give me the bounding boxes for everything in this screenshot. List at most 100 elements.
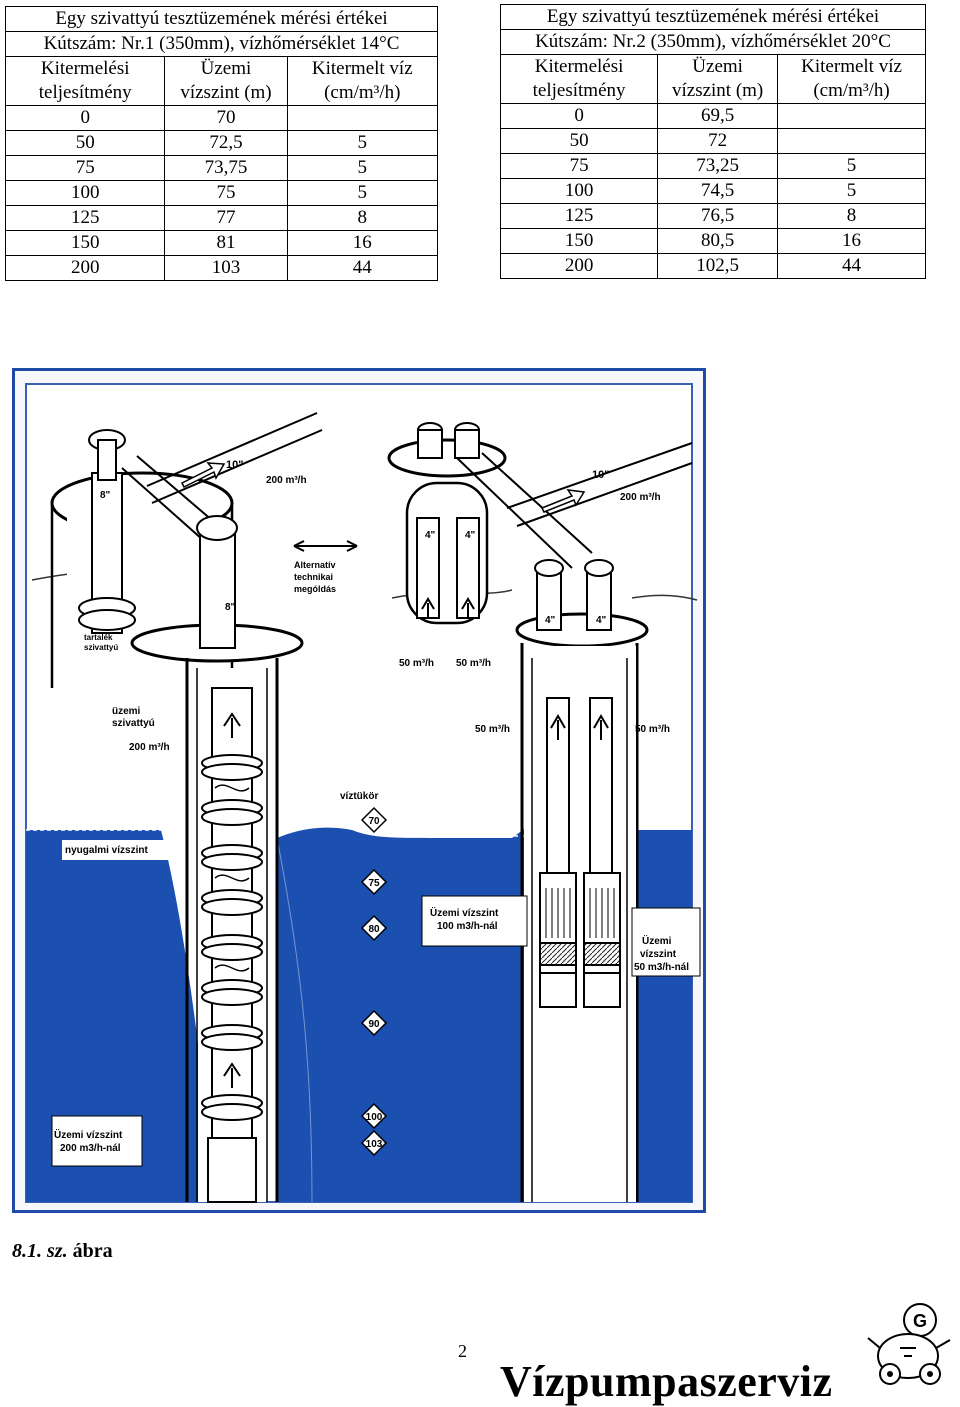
label-alt-1: Alternatív <box>294 560 336 570</box>
label-op200-2: 200 m3/h-nál <box>60 1143 121 1154</box>
level-markers <box>360 806 388 1157</box>
table-cell: 77 <box>164 205 288 231</box>
table-cell: 200 <box>4 255 166 281</box>
page-number: 2 <box>458 1341 467 1361</box>
table-cell: 5 <box>286 130 439 156</box>
table-cell: 125 <box>499 203 659 229</box>
table-cell: 8 <box>777 203 926 229</box>
level-70: 70 <box>368 816 380 827</box>
label-flow-50-c: 50 m³/h <box>475 724 510 735</box>
table-cell: 200 <box>499 253 659 279</box>
label-pump-flow: 200 m³/h <box>129 742 170 753</box>
table-cell: 75 <box>4 155 166 181</box>
table2-title-1: Egy szivattyú tesztüzemének mérési érték… <box>500 4 926 30</box>
table-cell: 8 <box>286 205 439 231</box>
table-cell: 125 <box>4 205 166 231</box>
level-103: 103 <box>366 1139 383 1150</box>
table-cell: 50 <box>499 128 659 154</box>
label-10in-left: 10" <box>226 459 243 471</box>
label-pump-1: üzemi <box>112 706 141 717</box>
label-flow-200-left: 200 m³/h <box>266 475 307 486</box>
label-op100-1: Üzemi vízszint <box>430 906 499 919</box>
table-cell: 44 <box>777 253 926 279</box>
table-cell: 5 <box>286 180 439 206</box>
table1-header-capacity: Kitermelési teljesítmény <box>4 56 166 106</box>
label-4in-b: 4" <box>465 530 476 541</box>
table-cell: 16 <box>286 230 439 256</box>
label-8in-top: 8" <box>100 490 111 501</box>
label-flow-50-d: 50 m³/h <box>635 724 670 735</box>
table-cell: 150 <box>499 228 659 254</box>
label-pump-2: szivattyú <box>112 718 155 729</box>
label-spare-1: tartalék <box>84 633 113 642</box>
table2-header-capacity: Kitermelési teljesítmény <box>499 54 659 104</box>
mascot-logo-icon: G <box>867 1303 951 1385</box>
label-op50-2: vízszint <box>640 949 677 960</box>
table-cell: 76,5 <box>657 203 779 229</box>
right-well <box>387 422 693 1202</box>
label-4in-c: 4" <box>545 615 556 626</box>
label-spare-2: szivattyú <box>84 643 118 652</box>
table1-header-water: Kitermelt víz (cm/m³/h) <box>286 56 439 106</box>
table1-header-level: Üzemi vízszint (m) <box>164 56 288 106</box>
well-pump-diagram: 10" 200 m³/h 8" 8" Alternatív technikai … <box>12 368 706 1213</box>
table-cell: 73,25 <box>657 153 779 179</box>
table-cell: 0 <box>4 105 166 131</box>
table-cell: 5 <box>286 155 439 181</box>
table-cell: 150 <box>4 230 166 256</box>
left-well <box>50 412 323 1203</box>
table-cell: 50 <box>4 130 166 156</box>
groundwater <box>26 830 202 1202</box>
table-cell: 72 <box>657 128 779 154</box>
table-cell <box>777 103 926 129</box>
caption-number: 8.1. sz. <box>12 1240 68 1262</box>
table-cell: 74,5 <box>657 178 779 204</box>
figure-caption: 8.1. sz. ábra <box>12 1240 113 1263</box>
label-alt-3: mególdás <box>294 584 336 594</box>
label-flow-200-right: 200 m³/h <box>620 492 661 503</box>
table-cell: 72,5 <box>164 130 288 156</box>
table-cell: 80,5 <box>657 228 779 254</box>
label-water-surface: víztükör <box>340 791 378 802</box>
table2-title-2: Kútszám: Nr.2 (350mm), vízhőmérséklet 20… <box>500 29 926 55</box>
level-100: 100 <box>366 1112 383 1123</box>
label-rest-level: nyugalmi vízszint <box>65 845 148 856</box>
table-cell: 70 <box>164 105 288 131</box>
table-cell: 81 <box>164 230 288 256</box>
label-8in-mid: 8" <box>225 602 236 613</box>
level-75: 75 <box>368 878 380 889</box>
table-cell: 5 <box>777 178 926 204</box>
table-cell: 103 <box>164 255 288 281</box>
table-cell: 73,75 <box>164 155 288 181</box>
table-cell: 102,5 <box>657 253 779 279</box>
measurement-table-well-1: Egy szivattyú tesztüzemének mérési érték… <box>4 6 439 281</box>
label-alt-2: technikai <box>294 572 333 582</box>
table-cell: 5 <box>777 153 926 179</box>
svg-text:G: G <box>913 1311 927 1331</box>
table-cell: 75 <box>499 153 659 179</box>
label-op200-1: Üzemi vízszint <box>54 1128 123 1141</box>
label-flow-50-b: 50 m³/h <box>456 658 491 669</box>
label-op50-1: Üzemi <box>642 934 672 947</box>
label-op50-3: 50 m3/h-nál <box>634 962 689 973</box>
table1-title-1: Egy szivattyú tesztüzemének mérési érték… <box>5 6 438 32</box>
table1-title-2: Kútszám: Nr.1 (350mm), vízhőmérséklet 14… <box>5 31 438 57</box>
table-cell: 0 <box>499 103 659 129</box>
table2-header-level: Üzemi vízszint (m) <box>657 54 779 104</box>
table-cell: 44 <box>286 255 439 281</box>
table-cell: 69,5 <box>657 103 779 129</box>
